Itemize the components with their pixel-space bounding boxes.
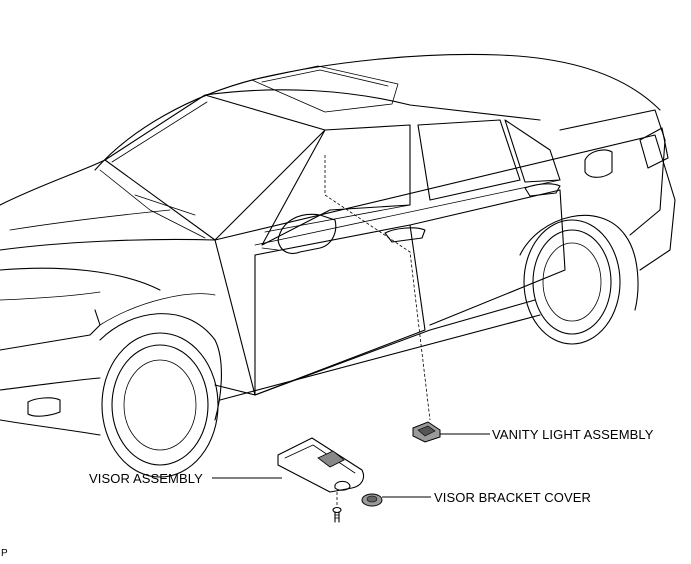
screw-part — [332, 506, 342, 523]
dashed-guide-1 — [324, 155, 431, 421]
tail-light — [639, 127, 669, 169]
front-door-handle — [384, 227, 426, 243]
front-door-window — [261, 124, 411, 246]
side-mirror — [277, 213, 337, 255]
wiper — [99, 169, 206, 239]
visor-part — [277, 437, 365, 493]
sunroof — [251, 65, 399, 113]
body-side — [214, 134, 676, 271]
page-marker: P — [1, 548, 8, 559]
label-visor-bracket-cover: VISOR BRACKET COVER — [434, 490, 591, 505]
rear-quarter — [559, 109, 666, 236]
label-vanity-light-assembly: VANITY LIGHT ASSEMBLY — [492, 427, 654, 442]
windshield — [104, 94, 326, 241]
vanity-light-part — [412, 421, 441, 443]
rear-door-handle — [524, 183, 561, 197]
visor-bracket-cover-part — [361, 493, 383, 507]
roof-outline — [94, 53, 661, 171]
rear-door — [409, 189, 566, 326]
front-wheel — [99, 313, 222, 478]
rear-wheel — [519, 214, 639, 345]
front-bumper — [0, 309, 101, 351]
label-visor-assembly: VISOR ASSEMBLY — [89, 471, 203, 486]
rear-door-window — [417, 119, 521, 201]
fuel-door — [584, 149, 613, 178]
hood — [0, 159, 106, 206]
front-door — [254, 224, 426, 396]
fog-light — [27, 397, 61, 417]
car-body — [0, 53, 676, 478]
rocker-panel — [214, 299, 536, 396]
